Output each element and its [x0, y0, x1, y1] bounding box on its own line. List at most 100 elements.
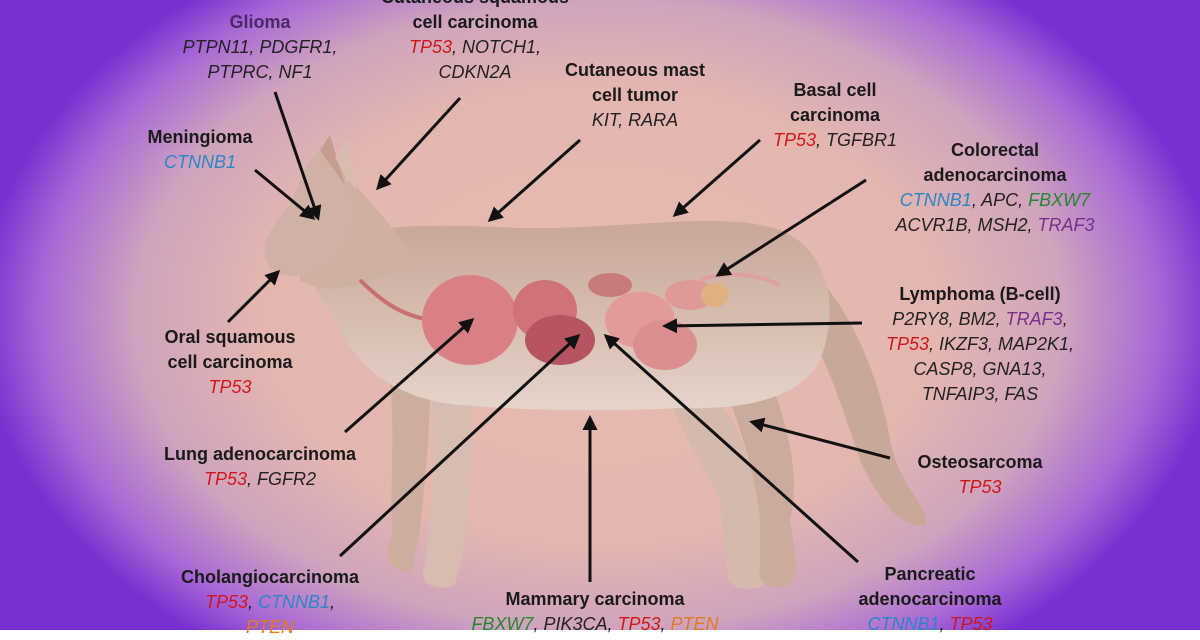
arrow-lymphoma	[662, 318, 863, 334]
gene-segment: ,	[660, 614, 671, 634]
label-lymphoma: Lymphoma (B-cell)P2RY8, BM2, TRAF3,TP53,…	[860, 282, 1100, 407]
gene-segment: NF1	[278, 62, 313, 82]
gene-segment: CASP8, GNA13,	[913, 359, 1047, 379]
gene-segment: ,	[939, 614, 950, 634]
gene-segment: PTPRC,	[207, 62, 279, 82]
arrow-osteosarcoma	[749, 417, 891, 460]
gene-line: TP53, FGFR2	[135, 467, 385, 492]
gene-line: CTNNB1, TP53	[800, 612, 1060, 637]
label-title: Meningioma	[147, 127, 253, 147]
gene-line: CASP8, GNA13,	[860, 357, 1100, 382]
gene-segment: CTNNB1	[163, 152, 236, 172]
gene-segment: ,	[1062, 309, 1068, 329]
arrow-basal-cell	[672, 138, 761, 217]
gene-segment: TP53	[617, 614, 661, 634]
gene-segment: CTNNB1	[867, 614, 940, 634]
arrow-lung	[344, 318, 475, 434]
arrow-cholangio	[338, 333, 581, 558]
gene-segment: PTEN	[245, 617, 294, 637]
gene-line: PTPRC, NF1	[165, 60, 355, 85]
gene-line: TP53, IKZF3, MAP2K1,	[860, 332, 1100, 357]
gene-segment: CDKN2A	[438, 62, 512, 82]
gene-line: CTNNB1, APC, FBXW7	[855, 188, 1135, 213]
arrow-cutaneous-scc	[375, 96, 462, 191]
gene-segment: KIT, RARA	[591, 110, 679, 130]
gene-segment: FBXW7	[1028, 190, 1091, 210]
gene-segment: TNFAIP3, FAS	[921, 384, 1039, 404]
label-title: Lung adenocarcinoma	[163, 444, 357, 464]
gene-segment: , PIK3CA,	[533, 614, 618, 634]
arrow-colorectal	[715, 178, 867, 277]
gene-segment: PDGFR1,	[259, 37, 338, 57]
pointer-arrows	[226, 91, 891, 582]
gene-segment: , APC,	[971, 190, 1029, 210]
gene-line: CTNNB1	[120, 150, 280, 175]
gene-line: TP53	[125, 375, 335, 400]
label-title: Mammary carcinoma	[505, 589, 685, 609]
gene-segment: TP53	[203, 469, 247, 489]
gene-segment: TP53	[772, 130, 816, 150]
gene-line: KIT, RARA	[535, 108, 735, 133]
gene-line: ACVR1B, MSH2, TRAF3	[855, 213, 1135, 238]
gene-segment: TP53	[949, 614, 993, 634]
gene-segment: CTNNB1	[899, 190, 972, 210]
gene-segment: TP53	[885, 334, 929, 354]
label-title: Glioma	[229, 12, 291, 32]
arrow-meningioma	[254, 168, 316, 220]
gene-line: TP53	[895, 475, 1065, 500]
gene-segment: TRAF3	[1005, 309, 1063, 329]
gene-line: TNFAIP3, FAS	[860, 382, 1100, 407]
gene-segment: TP53	[204, 592, 248, 612]
gene-segment: ,	[330, 592, 336, 612]
label-title: Cholangiocarcinoma	[180, 567, 360, 587]
gene-line: TP53, CTNNB1,	[155, 590, 385, 615]
arrow-pancreatic	[603, 333, 860, 564]
arrow-mast-cell	[487, 138, 581, 222]
gene-segment: CTNNB1	[258, 592, 331, 612]
gene-segment: FBXW7	[471, 614, 534, 634]
gene-segment: , NOTCH1,	[452, 37, 542, 57]
gene-segment: , IKZF3, MAP2K1,	[928, 334, 1075, 354]
label-title: Lymphoma (B-cell)	[899, 284, 1061, 304]
gene-segment: , FGFR2	[247, 469, 317, 489]
gene-segment: PTPN11,	[182, 37, 260, 57]
gene-line: CDKN2A	[355, 60, 595, 85]
gene-segment: TP53	[208, 377, 252, 397]
arrow-oral-scc	[226, 269, 281, 324]
gene-segment: TP53	[408, 37, 452, 57]
gene-line: P2RY8, BM2, TRAF3,	[860, 307, 1100, 332]
gene-line: TP53, NOTCH1,	[355, 35, 595, 60]
gene-segment: ACVR1B, MSH2,	[895, 215, 1038, 235]
gene-segment: TRAF3	[1037, 215, 1095, 235]
gene-segment: ,	[247, 592, 258, 612]
label-title: Osteosarcoma	[917, 452, 1043, 472]
gene-segment: P2RY8, BM2,	[892, 309, 1006, 329]
gene-line: FBXW7, PIK3CA, TP53, PTEN	[405, 612, 785, 637]
gene-line: PTEN	[155, 615, 385, 640]
arrow-glioma	[273, 91, 322, 221]
gene-line: PTPN11, PDGFR1,	[165, 35, 355, 60]
gene-segment: , TGFBR1	[816, 130, 898, 150]
gene-line: TP53, TGFBR1	[735, 128, 935, 153]
gene-segment: TP53	[958, 477, 1002, 497]
cat-body	[264, 135, 926, 589]
